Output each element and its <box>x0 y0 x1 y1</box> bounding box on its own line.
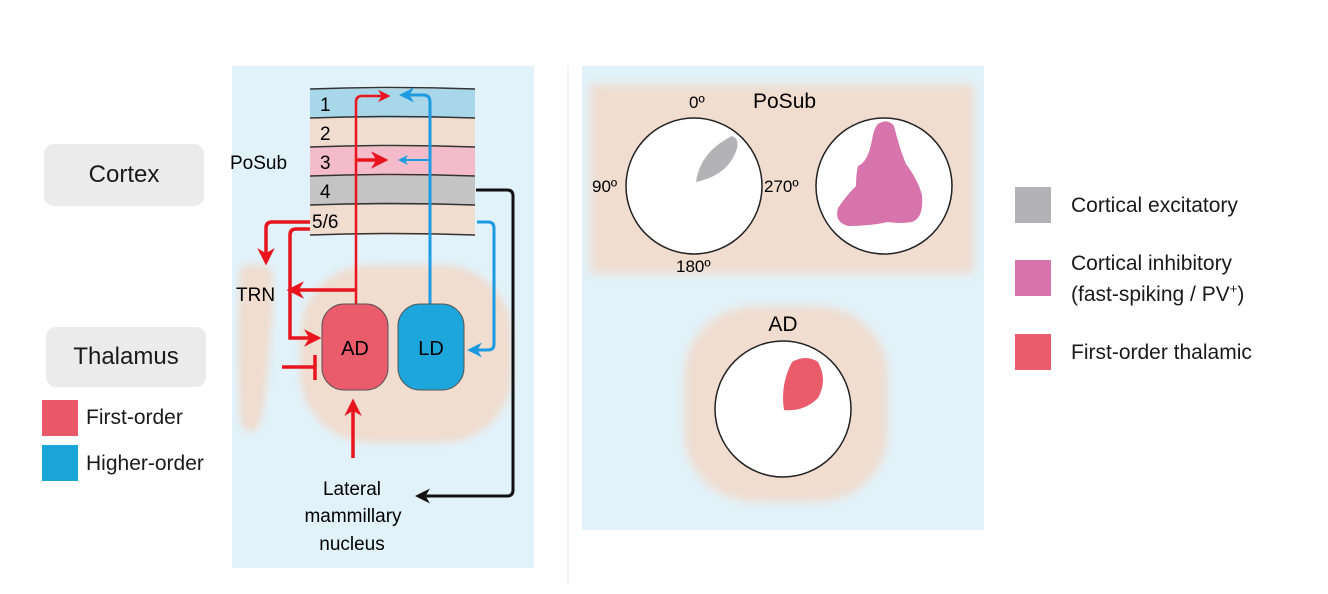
posub-region-label: PoSub <box>230 153 287 174</box>
layer-label-1: 1 <box>320 95 331 116</box>
legend-label-inhibitory-line-1: Cortical inhibitory <box>1071 252 1233 275</box>
layer-label-4: 4 <box>320 182 331 203</box>
ad-tuning-circle <box>714 340 852 478</box>
legend-swatch-first-order-thalamic <box>1015 334 1051 370</box>
legend-label-inhibitory-line-2: (fast-spiking / PV+) <box>1071 281 1244 307</box>
source-label-line-3: nucleus <box>319 534 385 555</box>
inhibitory-tuning-shape <box>837 121 923 226</box>
thalamus-label-box: Thalamus <box>46 327 206 387</box>
layer-2 <box>310 118 475 147</box>
source-label-line-1: Lateral <box>323 479 381 500</box>
higher-order-pathways <box>398 87 496 358</box>
legend-swatch-excitatory <box>1015 187 1051 223</box>
angle-label-right: 270º <box>764 177 799 196</box>
layer-3 <box>310 147 475 176</box>
legend-swatch-inhibitory <box>1015 260 1051 296</box>
ad-nucleus <box>321 303 389 391</box>
legend-label-first-order-thalamic: First-order thalamic <box>1071 341 1252 364</box>
cortex-label-box: Cortex <box>44 144 204 206</box>
thalamus-label: Thalamus <box>73 343 179 370</box>
ad-nucleus-label: AD <box>341 338 369 360</box>
cortical-output-pathway <box>415 188 515 504</box>
legend-label-inhibitory-sup: + <box>1229 281 1238 296</box>
higher-order-label: Higher-order <box>86 452 204 475</box>
legend-label-excitatory: Cortical excitatory <box>1071 194 1238 217</box>
legend-label-inhibitory-text: (fast-spiking / PV <box>1071 283 1230 306</box>
tuning-posub-label: PoSub <box>753 90 816 113</box>
layer-label-2: 2 <box>320 124 331 145</box>
layer-label-5-6: 5/6 <box>312 212 338 233</box>
angle-label-left: 90º <box>592 177 617 196</box>
layer-4 <box>310 176 475 205</box>
panel-divider <box>567 65 569 585</box>
posub-layers <box>309 86 476 236</box>
trn-label: TRN <box>236 285 275 306</box>
ad-tuning-shape <box>783 358 823 411</box>
angle-label-bottom: 180º <box>676 257 711 276</box>
ld-nucleus-label: LD <box>418 338 444 360</box>
excitatory-tuning-shape <box>696 136 738 182</box>
circuit-diagram: 1 2 3 4 5/6 PoSub AD LD TRN Lateral mamm… <box>230 66 534 568</box>
layer-5-6 <box>310 205 475 235</box>
excitatory-tuning-circle <box>625 117 763 255</box>
tuning-ad-label: AD <box>768 313 797 336</box>
first-order-pathways <box>257 89 391 458</box>
first-order-label: First-order <box>86 406 183 429</box>
trn-tissue <box>238 263 274 432</box>
legend-label-inhibitory-suffix: ) <box>1237 283 1245 306</box>
higher-order-swatch <box>42 445 78 481</box>
angle-label-top: 0º <box>689 93 705 112</box>
first-order-swatch <box>42 400 78 436</box>
source-label-line-2: mammillary <box>304 506 402 527</box>
layer-1 <box>310 89 475 118</box>
tuning-diagram: PoSub 0º 90º 270º 180º AD <box>582 66 984 530</box>
ld-nucleus <box>397 303 465 391</box>
layer-label-3: 3 <box>320 153 331 174</box>
cortex-label: Cortex <box>88 161 160 188</box>
